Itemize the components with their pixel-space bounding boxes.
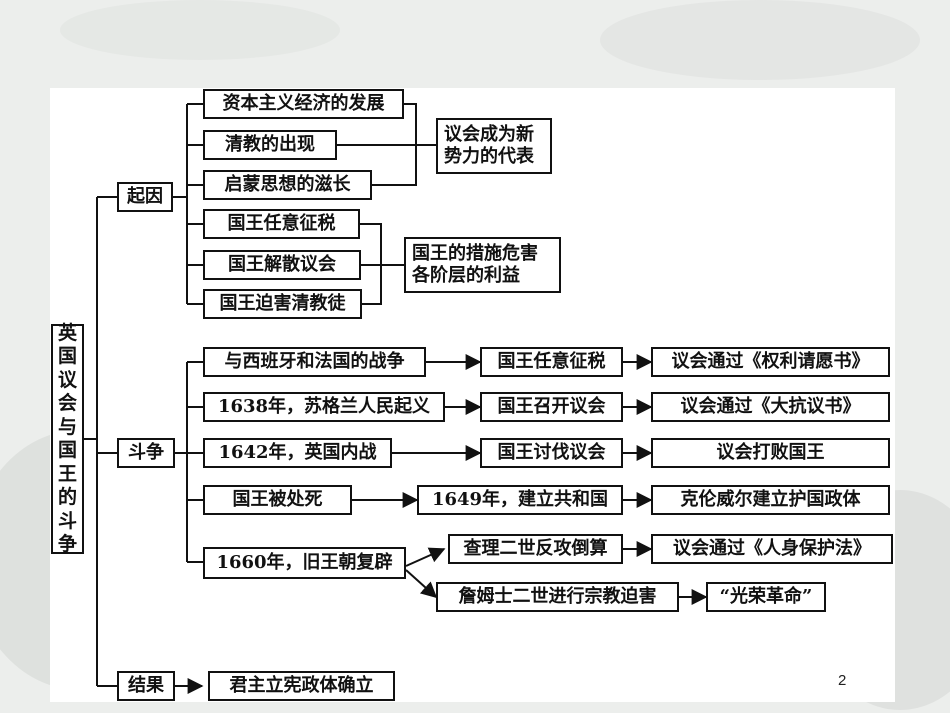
cause-item-capitalism: 资本主义经济的发展 — [203, 89, 404, 119]
cause-item-enlightenment: 启蒙思想的滋长 — [203, 170, 372, 200]
struggle-event-scotland: 1638年，苏格兰人民起义 — [203, 392, 445, 422]
struggle-event-war: 与西班牙和法国的战争 — [203, 347, 426, 377]
restoration-event: 1660年，旧王朝复辟 — [203, 547, 406, 579]
struggle-label: 斗争 — [117, 438, 175, 468]
result-item-constitutional-monarchy: 君主立宪政体确立 — [208, 671, 395, 701]
struggle-outcome-petition: 议会通过《权利请愿书》 — [651, 347, 890, 377]
struggle-action-taxation: 国王任意征税 — [480, 347, 623, 377]
cause-item-puritanism: 清教的出现 — [203, 130, 337, 160]
struggle-action-republic: 1649年，建立共和国 — [417, 485, 623, 515]
causes-label: 起因 — [117, 182, 173, 212]
struggle-action-attack: 国王讨伐议会 — [480, 438, 623, 468]
restoration-action-james: 詹姆士二世进行宗教迫害 — [436, 582, 679, 612]
cause-item-dissolve: 国王解散议会 — [203, 250, 361, 280]
struggle-outcome-remonstrance: 议会通过《大抗议书》 — [651, 392, 890, 422]
cause-result-harm: 国王的措施危害各阶层的利益 — [404, 237, 561, 293]
cause-item-taxation: 国王任意征税 — [203, 209, 360, 239]
struggle-action-convene: 国王召开议会 — [480, 392, 623, 422]
struggle-outcome-defeat: 议会打败国王 — [651, 438, 890, 468]
result-label: 结果 — [117, 671, 175, 701]
restoration-action-charles: 查理二世反攻倒算 — [448, 534, 623, 564]
struggle-event-civil-war: 1642年，英国内战 — [203, 438, 392, 468]
struggle-outcome-protectorate: 克伦威尔建立护国政体 — [651, 485, 890, 515]
cause-result-parliament: 议会成为新势力的代表 — [436, 118, 552, 174]
root-box: 英国议会与国王的斗争 — [51, 322, 84, 555]
restoration-outcome-glorious: “光荣革命” — [706, 582, 826, 612]
cause-item-persecution: 国王迫害清教徒 — [203, 289, 362, 319]
restoration-outcome-habeas: 议会通过《人身保护法》 — [651, 534, 893, 564]
struggle-event-execution: 国王被处死 — [203, 485, 352, 515]
page-number: 2 — [838, 672, 847, 689]
